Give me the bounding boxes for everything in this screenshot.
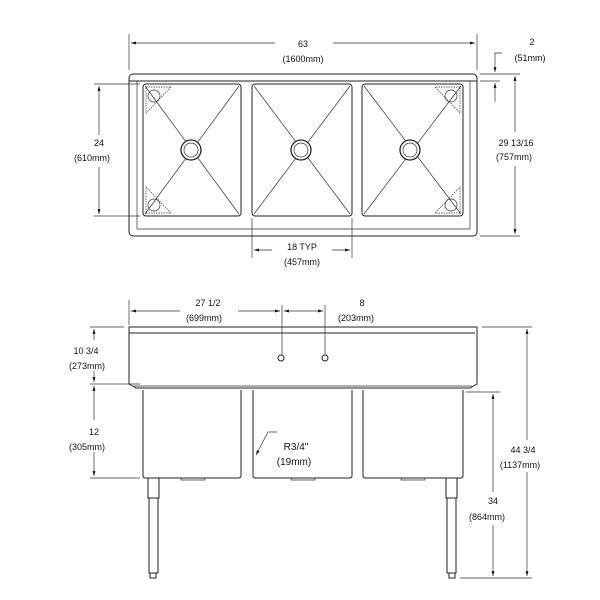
faucet-spacing-in: 8	[359, 298, 364, 308]
bowl-width-in: 18 TYP	[287, 242, 317, 252]
splash-height-mm: (273mm)	[69, 361, 105, 371]
overall-depth-in: 29 13/16	[498, 138, 533, 148]
backsplash-mm: (51mm)	[515, 53, 546, 63]
backsplash-front	[128, 326, 478, 389]
overall-height-mm: (1137mm)	[500, 460, 540, 470]
rim-height-mm: (864mm)	[469, 512, 505, 522]
faucet-hole-icon	[277, 354, 285, 362]
bowl-width-mm: (457mm)	[284, 257, 320, 267]
faucet-spacing-mm: (203mm)	[338, 313, 374, 323]
bowl-right	[361, 83, 464, 217]
bowl-height-in: 12	[89, 427, 99, 437]
bowl-height-mm: (305mm)	[69, 442, 105, 452]
bowl-middle	[251, 83, 353, 217]
bowl-front-right	[362, 390, 464, 479]
sink-outline	[128, 73, 478, 237]
leg-left	[147, 477, 160, 579]
faucet-offset-in: 27 1/2	[195, 298, 220, 308]
corner-radius-mm: (19mm)	[277, 457, 311, 468]
front-view: 27 1/2 (699mm) 8 (203mm) 10 3/4 (273mm) …	[69, 298, 540, 579]
overall-height-in: 44 3/4	[510, 445, 535, 455]
faucet-hole-icon	[321, 354, 329, 362]
top-view: 63 (1600mm) 2 (51mm) 29 13/16 (757mm) 24…	[74, 34, 546, 267]
overall-depth-mm: (757mm)	[496, 152, 532, 162]
rim-height-in: 34	[488, 496, 498, 506]
bowl-depth-mm: (610mm)	[74, 153, 110, 163]
bowl-left	[142, 83, 242, 217]
bowl-front-middle	[252, 390, 353, 479]
bowl-depth-in: 24	[94, 138, 104, 148]
overall-width-mm: (1600mm)	[282, 54, 323, 64]
faucet-offset-mm: (699mm)	[186, 313, 222, 323]
corner-radius-in: R3/4"	[284, 442, 309, 453]
backsplash-in: 2	[529, 37, 534, 47]
leg-right	[445, 477, 458, 579]
bowl-front-left	[142, 390, 242, 479]
splash-height-in: 10 3/4	[73, 346, 98, 356]
overall-width-in: 63	[298, 39, 308, 49]
